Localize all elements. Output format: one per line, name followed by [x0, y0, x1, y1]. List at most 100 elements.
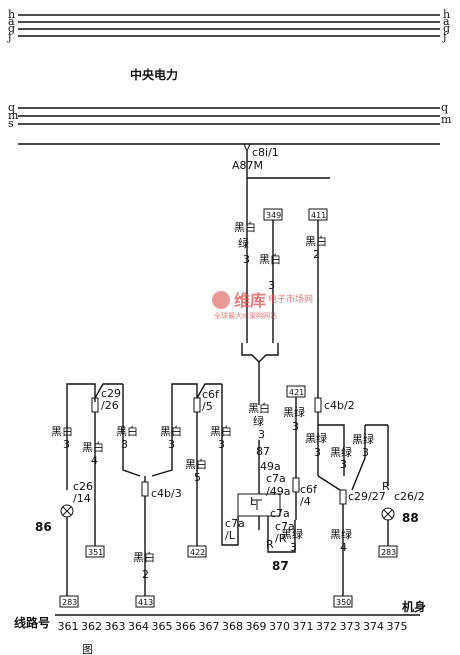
svg-text:349: 349	[266, 211, 281, 220]
wire-label: 黑白	[51, 424, 73, 438]
wire-label: 黑白	[82, 440, 104, 454]
main-connector-marker	[243, 143, 251, 153]
wire-label: 3	[362, 446, 369, 459]
wire-label: 黑白	[160, 424, 182, 438]
left-splice-c29: c29/26	[66, 383, 124, 460]
splice-c6f: c6f/5	[171, 383, 223, 546]
circuit-number: 364	[128, 620, 149, 633]
label-relay-L: L	[250, 495, 257, 508]
svg-text:421: 421	[289, 388, 304, 397]
bus-label-m-right: m	[441, 113, 452, 126]
caption-partial: 图	[82, 643, 93, 655]
bus-label-m-left: m	[8, 109, 19, 122]
svg-text:全球最大IC采购网站: 全球最大IC采购网站	[214, 311, 277, 320]
circuit-number: 374	[363, 620, 384, 633]
bus-label-h-right: h	[443, 8, 450, 21]
svg-text:350: 350	[336, 598, 351, 607]
main-connector-code: c8i/1	[252, 146, 279, 159]
circuit-number: 367	[199, 620, 220, 633]
wire-label: 黑白	[133, 550, 155, 564]
svg-text:351: 351	[88, 548, 103, 557]
bus-label-j-left: j	[6, 30, 11, 43]
relay-block	[221, 493, 296, 553]
circuit-number: 372	[316, 620, 337, 633]
wire-label: 5	[194, 471, 201, 484]
label-49a: 49a	[260, 460, 281, 473]
svg-text:422: 422	[190, 548, 205, 557]
connector-c7a-R: c7a/R	[275, 520, 295, 545]
main-connector: c8i/1 A87M	[232, 143, 330, 179]
wire-label: 3	[290, 541, 297, 554]
wire-label: 黑绿	[305, 431, 327, 445]
circuit-number: 362	[81, 620, 102, 633]
main-connector-name: A87M	[232, 159, 263, 172]
section-title: 中央电力	[130, 67, 178, 82]
wire-label: 3	[258, 428, 265, 441]
wire-label: 黑绿	[281, 527, 303, 541]
connector-c6f-4: c6f/4	[300, 483, 318, 508]
connector-c6f-5: c6f/5	[202, 388, 220, 413]
connector-c29-26: c29/26	[101, 387, 121, 412]
label-c7a-top: c7a	[266, 472, 286, 485]
bus-label-q-left: q	[8, 101, 15, 114]
ref-box-350: 350	[333, 595, 353, 608]
ref-box-351: 351	[85, 545, 105, 558]
bus-label-a-left: a	[8, 15, 15, 28]
ref-box-422: 422	[187, 545, 207, 558]
svg-text:413: 413	[138, 598, 153, 607]
ref-box-349: 349	[263, 208, 283, 221]
label-87-bottom: 87	[272, 559, 289, 573]
ref-box-413: 413	[135, 595, 155, 608]
circuit-number: 366	[175, 620, 196, 633]
svg-text:283: 283	[62, 598, 77, 607]
fuse-c29-27	[339, 489, 347, 505]
ref-box-283-left: 283	[59, 595, 79, 608]
top-bus-lines: h a g j h a g j	[6, 8, 450, 43]
wire-label: 黑白	[259, 252, 281, 266]
ref-box-421: 421	[286, 385, 306, 398]
connector-c4b-3: c4b/3	[151, 487, 182, 500]
wire-label: 3	[218, 438, 225, 451]
connector-c26-2: c26/2	[394, 490, 425, 503]
label-86: 86	[35, 520, 52, 534]
connector-c7a-L: c7a/L	[225, 517, 245, 542]
wire-label: 黑绿	[283, 405, 305, 419]
wire-label: 4	[340, 541, 347, 554]
wire-label: 绿	[238, 236, 249, 250]
wire-label: 黑绿	[330, 445, 352, 459]
wire-label: 黑白	[248, 401, 270, 415]
wire-label: 3	[168, 438, 175, 451]
wire-label: 黑白	[116, 424, 138, 438]
label-88: 88	[402, 511, 419, 525]
bus-label-h-left: h	[8, 8, 15, 21]
circuit-number: 375	[387, 620, 408, 633]
connector-c4b-2: c4b/2	[324, 399, 355, 412]
bus-label-a-right: a	[443, 15, 450, 28]
svg-text:电子市场网: 电子市场网	[268, 293, 313, 305]
label-relay-R: R	[266, 538, 274, 551]
bus-label-j-right: j	[441, 30, 446, 43]
label-R-right: R	[382, 480, 390, 493]
wire-label: 3	[314, 446, 321, 459]
circuit-number: 371	[293, 620, 314, 633]
circuit-number: 361	[58, 620, 79, 633]
wire-label: 3	[121, 438, 128, 451]
lamp-88-icon	[381, 507, 395, 521]
ground-label: 机身	[402, 599, 426, 614]
wire-label: 黑绿	[352, 432, 374, 446]
fuse-c6f-4	[292, 477, 300, 493]
circuit-number: 373	[340, 620, 361, 633]
mid-bus-lines: q m s q m	[8, 101, 452, 145]
wire-label: 2	[142, 568, 149, 581]
wire-label: 3	[63, 438, 70, 451]
circuit-number: 365	[152, 620, 173, 633]
circuit-number: 363	[105, 620, 126, 633]
svg-text:411: 411	[311, 211, 326, 220]
wire-label: 3	[268, 279, 275, 292]
connector-c7a-49a: /49a	[266, 485, 290, 498]
wire-label: 绿	[253, 414, 264, 428]
watermark: 维库 电子市场网 全球最大IC采购网站	[212, 291, 313, 320]
ref-box-411: 411	[308, 208, 328, 221]
